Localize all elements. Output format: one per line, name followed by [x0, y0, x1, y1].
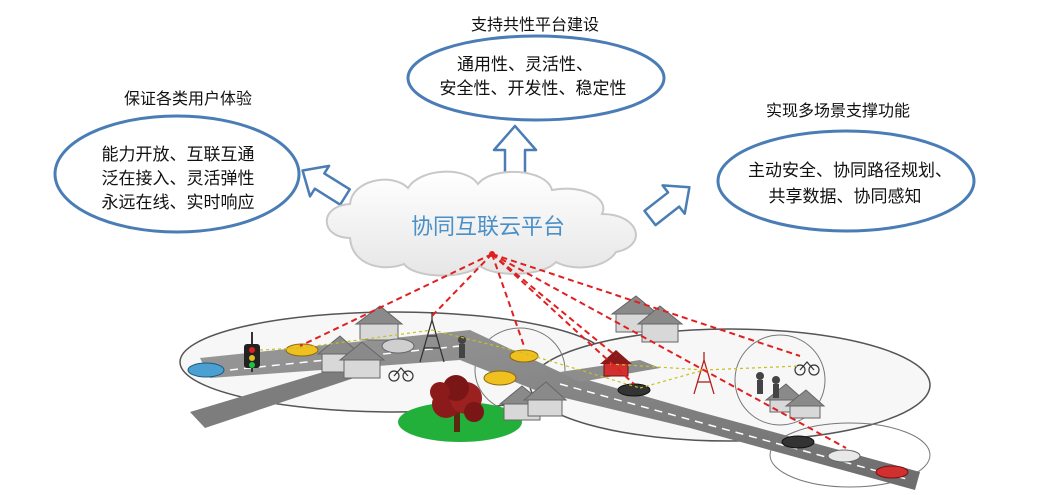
top-heading: 支持共性平台建设: [471, 15, 599, 34]
house-icon: [316, 295, 826, 421]
right-ellipse: [716, 129, 976, 233]
cell-tower-icon: [419, 312, 715, 395]
top-line-1: 通用性、灵活性、: [457, 55, 593, 75]
traffic-light-icon: [244, 332, 260, 372]
traffic-scene: [179, 295, 931, 490]
left-heading: 保证各类用户体验: [124, 89, 252, 108]
left-line-2: 泛在接入、灵活弹性: [102, 169, 255, 189]
right-group: 实现多场景支撑功能 主动安全、协同路径规划、 共享数据、协同感知: [716, 101, 976, 233]
left-ellipse: [53, 114, 301, 234]
top-group: 支持共性平台建设 通用性、灵活性、 安全性、开发性、稳定性: [406, 15, 666, 122]
tree-icon: [430, 375, 484, 432]
cloud-title: 协同互联云平台: [411, 215, 565, 240]
cloud-icon: 协同互联云平台: [325, 170, 637, 277]
pedestrian-icon: [458, 336, 780, 398]
car-icon: [187, 338, 909, 479]
road-lane-marking-2: [559, 383, 911, 481]
cloud-links: [299, 253, 847, 449]
arrow-right-icon: [643, 184, 691, 227]
right-line-1: 主动安全、协同路径规划、: [748, 161, 952, 181]
red-house-icon: [600, 350, 632, 377]
coverage-zone-highway: [769, 422, 931, 488]
right-heading: 实现多场景支撑功能: [766, 101, 910, 120]
local-links: [259, 329, 801, 389]
left-group: 保证各类用户体验 能力开放、互联互通 泛在接入、灵活弹性 永远在线、实时响应: [53, 89, 301, 234]
arrow-left-icon: [301, 164, 352, 206]
top-ellipse: [406, 34, 666, 122]
cloud-link-hub: [489, 251, 495, 257]
left-line-3: 永远在线、实时响应: [102, 193, 255, 213]
bicycle-icon: [388, 361, 820, 382]
top-line-2: 安全性、开发性、稳定性: [440, 79, 627, 99]
road-branch: [190, 370, 360, 428]
left-line-1: 能力开放、互联互通: [102, 145, 255, 165]
right-line-2: 共享数据、协同感知: [769, 187, 922, 207]
coverage-zone-village: [734, 334, 826, 426]
